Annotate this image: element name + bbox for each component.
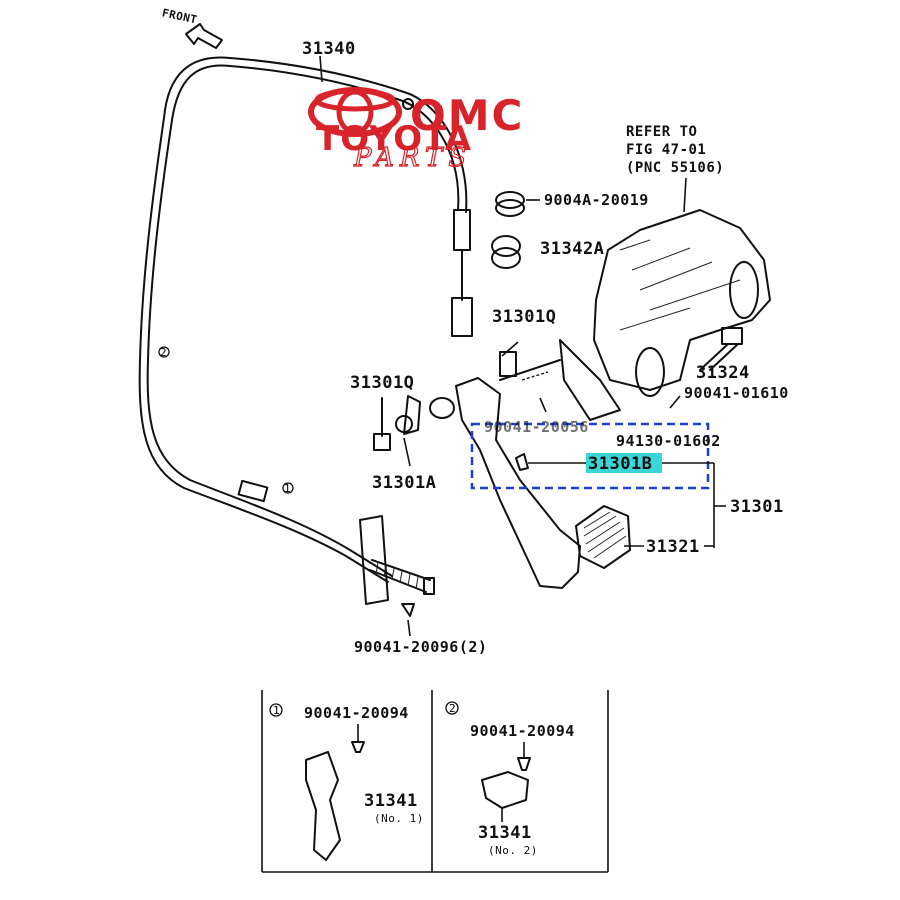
highlight-box <box>586 453 662 473</box>
clutch-cable: 2 1 <box>138 56 473 583</box>
grommet-clip <box>491 191 525 269</box>
ref-line3: (PNC 55106) <box>626 160 724 176</box>
label-clevis-left: 31301Q <box>350 373 414 393</box>
label-nut: 90041-01610 <box>684 384 789 402</box>
panel2-note: (No. 2) <box>488 844 538 857</box>
watermark-logo: OMC TOYOTA PARTS <box>308 87 524 174</box>
svg-text:2: 2 <box>160 346 167 359</box>
svg-text:OMC: OMC <box>410 91 524 140</box>
label-bolt: 31324 <box>696 363 750 383</box>
pedal-bracket <box>559 209 771 421</box>
label-pedal-assy: 31301 <box>730 497 784 517</box>
front-arrow-icon <box>185 23 223 49</box>
label-bracket-ref: 31342A <box>540 239 604 259</box>
panel1-part: 31341 <box>364 791 418 811</box>
panel2-part: 31341 <box>478 823 532 843</box>
clevis-left <box>373 395 421 451</box>
label-spring-clip: 90041-20096(2) <box>354 638 487 656</box>
bolt <box>699 327 743 371</box>
cable-clip-no1 <box>305 751 341 861</box>
ref-line2: FIG 47-01 <box>626 142 706 158</box>
front-label: FRONT <box>161 6 199 26</box>
svg-text:PARTS: PARTS <box>353 143 472 173</box>
label-pedal-pad: 31321 <box>646 537 700 557</box>
panel2-marker: 2 <box>449 702 456 715</box>
panel2-clip: 90041-20094 <box>470 722 575 740</box>
pushrod-spring <box>359 515 435 617</box>
callout-box <box>470 422 710 490</box>
cable-clip-no2 <box>481 771 529 809</box>
label-pin-clip: 94130-01602 <box>616 432 721 450</box>
pedal-pad <box>575 505 631 569</box>
label-clip-upper: 9004A-20019 <box>544 191 649 209</box>
label-cable: 31340 <box>302 39 356 59</box>
label-clevis-right: 31301Q <box>492 307 556 327</box>
svg-text:1: 1 <box>284 482 291 495</box>
ref-line1: REFER TO <box>626 124 697 140</box>
clevis-right <box>499 351 517 377</box>
label-hidden-part: 90041-20056 <box>484 418 589 436</box>
label-highlighted-part[interactable]: 31301B <box>588 454 652 474</box>
inset-panel <box>261 690 609 873</box>
label-bushing: 31301A <box>372 473 436 493</box>
svg-text:TOYOTA: TOYOTA <box>316 119 472 159</box>
pedal-arm <box>429 359 581 589</box>
inset-panel-1: 1 90041-20094 31341 (No. 1) <box>269 703 424 861</box>
inset-panel-2: 2 90041-20094 31341 (No. 2) <box>445 701 575 857</box>
panel1-note: (No. 1) <box>374 812 424 825</box>
panel1-clip: 90041-20094 <box>304 704 409 722</box>
panel1-marker: 1 <box>273 704 280 717</box>
